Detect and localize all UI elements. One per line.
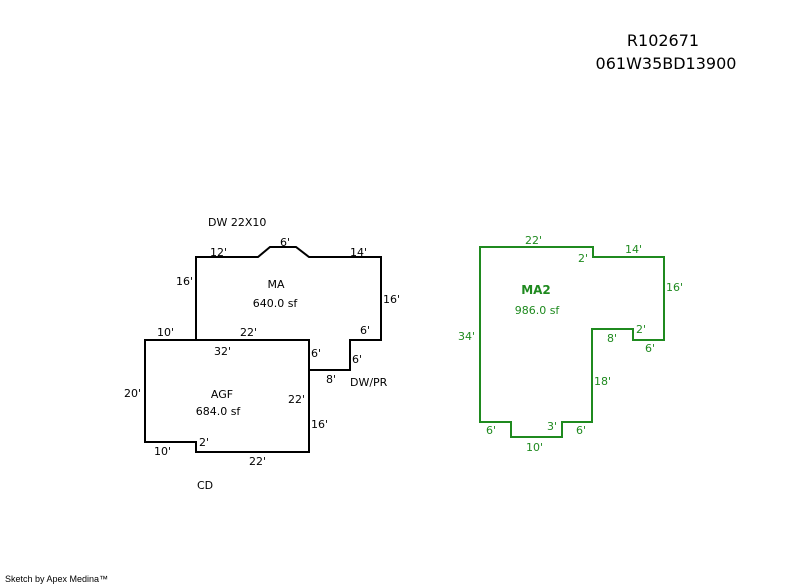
footer-credit: Sketch by Apex Medina™ [5, 574, 109, 584]
dimension-label: 6' [645, 342, 655, 355]
dimension-label: 22' [525, 234, 542, 247]
dimension-label: 2' [636, 323, 646, 336]
agf-outline [144, 339, 310, 453]
dimension-label: 6' [311, 347, 321, 360]
dimension-label: 6' [486, 424, 496, 437]
dimension-label: 18' [594, 375, 611, 388]
cd-annotation: CD [197, 479, 213, 492]
dimension-label: 2' [578, 252, 588, 265]
agf-area: 684.0 sf [196, 405, 242, 418]
dimension-label: 22' [240, 326, 257, 339]
dimension-label: 6' [360, 324, 370, 337]
dimension-label: 8' [326, 373, 336, 386]
dimension-label: 12' [210, 246, 227, 259]
ma-outline [195, 246, 382, 371]
ma2-label: MA2 [521, 283, 551, 297]
dwpr-annotation: DW/PR [350, 376, 388, 389]
dimension-label: 10' [157, 326, 174, 339]
dimension-label: 20' [124, 387, 141, 400]
dimension-label: 16' [176, 275, 193, 288]
ma-label: MA [267, 278, 284, 291]
dimension-label: 10' [526, 441, 543, 454]
dimension-label: 3' [547, 420, 557, 433]
ma2-outline [479, 246, 665, 438]
agf-label: AGF [211, 388, 233, 401]
dimension-label: 6' [280, 236, 290, 249]
dimension-label: 6' [352, 353, 362, 366]
dw-annotation: DW 22X10 [208, 216, 266, 229]
dimension-label: 10' [154, 445, 171, 458]
parcel-number: 061W35BD13900 [595, 54, 737, 73]
dimension-label: 14' [625, 243, 642, 256]
dimension-label: 6' [576, 424, 586, 437]
dimension-label: 8' [607, 332, 617, 345]
dimension-label: 16' [383, 293, 400, 306]
dimension-label: 16' [666, 281, 683, 294]
ma2-area: 986.0 sf [515, 304, 561, 317]
dimension-label: 32' [214, 345, 231, 358]
record-id: R102671 [626, 31, 700, 50]
dimension-label: 14' [350, 246, 367, 259]
dimension-label: 22' [249, 455, 266, 468]
dimension-label: 34' [458, 330, 475, 343]
dimension-label: 22' [288, 393, 305, 406]
dimension-label: 2' [199, 436, 209, 449]
dimension-label: 16' [311, 418, 328, 431]
ma-area: 640.0 sf [253, 297, 299, 310]
